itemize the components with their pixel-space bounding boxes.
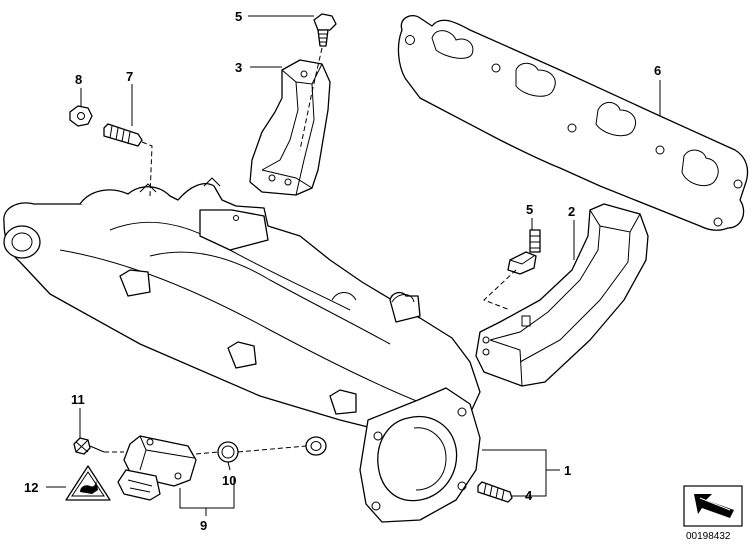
callout-label-8: 8	[75, 72, 82, 87]
bolt-part-5-upper[interactable]	[313, 13, 337, 47]
callout-label-9: 9	[200, 518, 207, 533]
stud-part-4[interactable]	[477, 481, 513, 503]
document-number: 00198432	[686, 531, 731, 542]
screw-part-11[interactable]	[73, 437, 105, 455]
callout-label-2: 2	[568, 204, 575, 219]
o-ring-part-10[interactable]	[217, 441, 239, 463]
stud-part-7[interactable]	[103, 123, 143, 147]
warning-label-part-12[interactable]	[65, 465, 111, 501]
callout-label-1: 1	[564, 463, 571, 478]
intake-manifold-part-1[interactable]	[3, 177, 481, 523]
sensor-part-9[interactable]	[117, 435, 197, 501]
callout-label-7: 7	[126, 69, 133, 84]
bracket-part-3[interactable]	[249, 59, 331, 196]
callout-label-10: 10	[222, 473, 236, 488]
callout-label-11: 11	[71, 392, 85, 407]
bolt-part-5-lower[interactable]	[507, 229, 541, 275]
callout-label-12: 12	[24, 480, 38, 495]
bracket-part-2[interactable]	[475, 203, 649, 387]
callout-label-4: 4	[525, 488, 533, 503]
callout-label-6: 6	[654, 63, 661, 78]
leader-lines	[46, 15, 661, 516]
callout-label-5-upper: 5	[235, 9, 242, 24]
callout-label-3: 3	[235, 60, 242, 75]
callout-label-5-lower: 5	[526, 202, 533, 217]
nut-part-8[interactable]	[69, 105, 93, 127]
gasket-part-6[interactable]	[397, 15, 749, 231]
orientation-arrow-icon	[683, 485, 743, 527]
